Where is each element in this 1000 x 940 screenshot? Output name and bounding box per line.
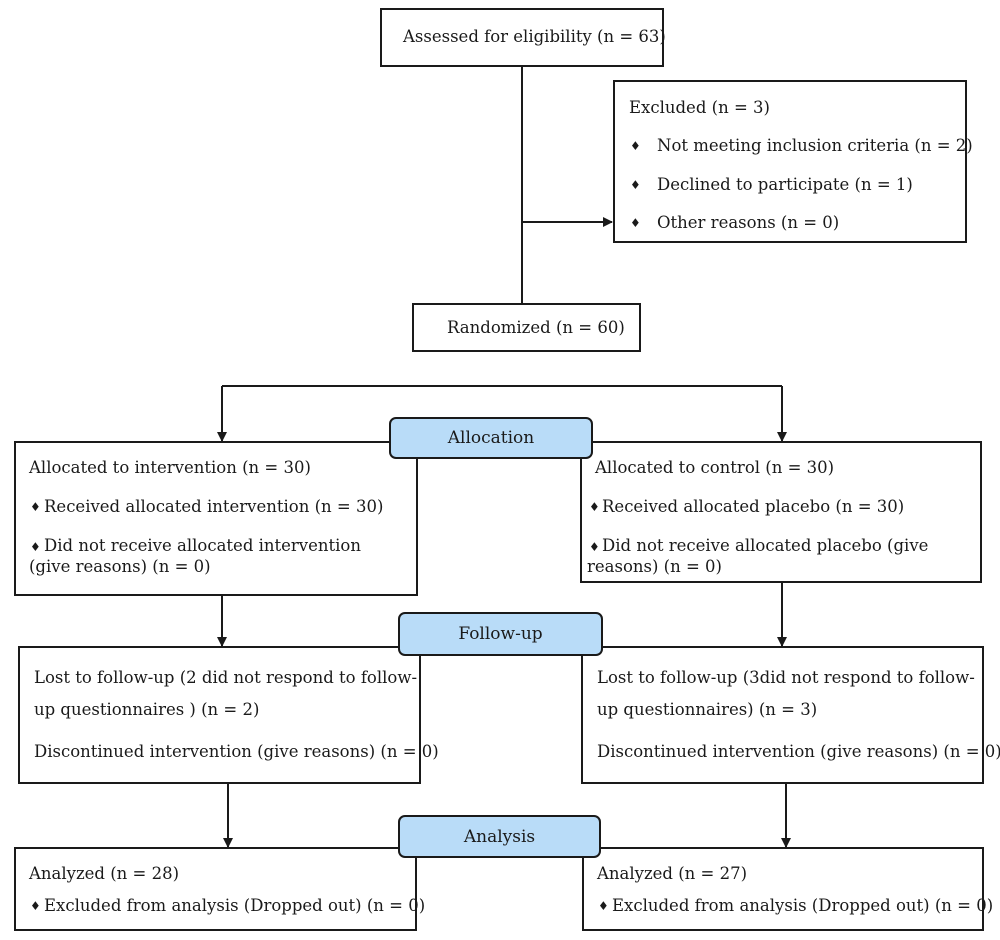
bullet-icon: ♦: [30, 500, 41, 514]
bullet-icon: ♦: [589, 540, 600, 554]
bullet-icon: ♦: [30, 899, 41, 913]
control-title: Allocated to control (n = 30): [595, 458, 835, 477]
bullet-icon: ♦: [630, 139, 641, 153]
analysis-right-analyzed: Analyzed (n = 27): [597, 864, 748, 883]
control-received: Received allocated placebo (n = 30): [602, 497, 905, 516]
randomized-text: Randomized (n = 60): [447, 318, 625, 337]
bullet-icon: ♦: [598, 899, 609, 913]
intervention-received: Received allocated intervention (n = 30): [44, 497, 384, 516]
bullet-icon: ♦: [589, 500, 600, 514]
excluded-title: Excluded (n = 3): [629, 98, 770, 117]
bullet-icon: ♦: [630, 178, 641, 192]
bullet-icon: ♦: [630, 216, 641, 230]
stage-allocation: Allocation: [389, 417, 593, 459]
analysis-intervention-box: Analyzed (n = 28) ♦ Excluded from analys…: [14, 847, 425, 931]
excluded-reason-3: Other reasons (n = 0): [657, 213, 840, 232]
stage-analysis: Analysis: [398, 815, 601, 858]
intervention-title: Allocated to intervention (n = 30): [29, 458, 311, 477]
analysis-right-excluded: Excluded from analysis (Dropped out) (n …: [612, 896, 994, 915]
followup-right-lost: Lost to follow-up (3did not respond to f…: [597, 668, 975, 719]
followup-right-discontinued: Discontinued intervention (give reasons)…: [597, 742, 1000, 761]
randomized-box: Randomized (n = 60): [412, 303, 641, 352]
intervention-not-received: Did not receive allocated intervention (…: [29, 536, 361, 576]
followup-left-lost: Lost to follow-up (2 did not respond to …: [34, 668, 418, 719]
analysis-left-excluded: Excluded from analysis (Dropped out) (n …: [44, 896, 426, 915]
followup-left-discontinued: Discontinued intervention (give reasons)…: [34, 742, 439, 761]
allocation-control-box: Allocated to control (n = 30) ♦ Received…: [580, 441, 982, 583]
analysis-left-analyzed: Analyzed (n = 28): [29, 864, 180, 883]
assessed-box: Assessed for eligibility (n = 63): [380, 8, 666, 67]
bullet-icon: ♦: [30, 540, 41, 554]
stage-follow-up: Follow-up: [398, 612, 603, 656]
excluded-reason-2: Declined to participate (n = 1): [657, 175, 913, 194]
assessed-text: Assessed for eligibility (n = 63): [403, 27, 666, 46]
followup-intervention-box: Lost to follow-up (2 did not respond to …: [18, 646, 439, 784]
allocation-intervention-box: Allocated to intervention (n = 30) ♦ Rec…: [14, 441, 418, 596]
analysis-control-box: Analyzed (n = 27) ♦ Excluded from analys…: [582, 847, 993, 931]
excluded-box: Excluded (n = 3) ♦ Not meeting inclusion…: [613, 80, 973, 243]
followup-control-box: Lost to follow-up (3did not respond to f…: [581, 646, 1000, 784]
excluded-reason-1: Not meeting inclusion criteria (n = 2): [657, 136, 973, 155]
control-not-received: Did not receive allocated placebo (give …: [587, 536, 929, 576]
